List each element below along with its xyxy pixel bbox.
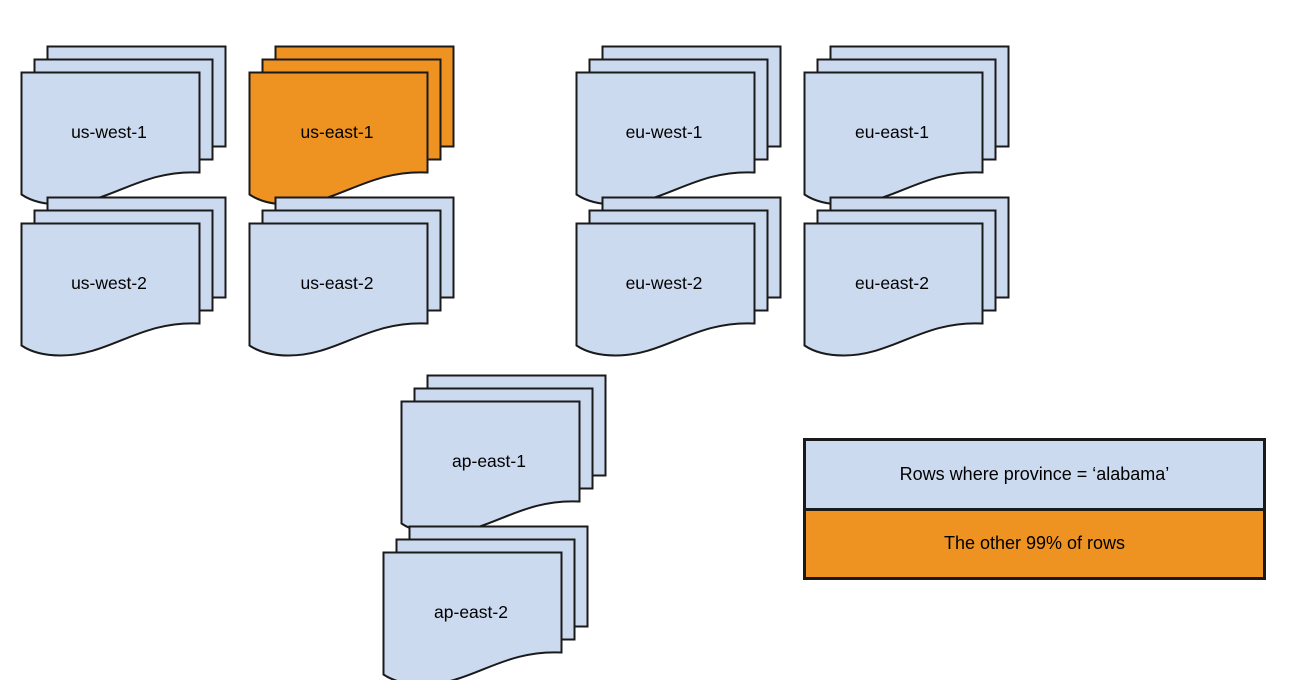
stack-front-card <box>575 71 756 206</box>
stack-front-card <box>20 222 201 357</box>
data-stack-us-west-1[interactable]: us-west-1 <box>20 45 230 206</box>
stack-shape-ap-east-1 <box>400 374 607 535</box>
legend-row-orange: The other 99% of rows <box>806 510 1263 577</box>
data-stack-ap-east-2[interactable]: ap-east-2 <box>382 525 592 680</box>
stack-shape-eu-west-1 <box>575 45 782 206</box>
stack-shape-us-west-1 <box>20 45 227 206</box>
stack-front-card <box>803 222 984 357</box>
data-stack-us-west-2[interactable]: us-west-2 <box>20 196 230 357</box>
data-stack-eu-east-1[interactable]: eu-east-1 <box>803 45 1013 206</box>
stack-shape-us-west-2 <box>20 196 227 357</box>
stack-front-card <box>400 400 581 535</box>
data-stack-us-east-2[interactable]: us-east-2 <box>248 196 458 357</box>
stack-front-card <box>575 222 756 357</box>
data-stack-eu-east-2[interactable]: eu-east-2 <box>803 196 1013 357</box>
legend-label-blue: Rows where province = ‘alabama’ <box>899 463 1170 484</box>
data-stack-eu-west-1[interactable]: eu-west-1 <box>575 45 785 206</box>
stack-front-card <box>803 71 984 206</box>
stack-front-card <box>248 71 429 206</box>
legend: Rows where province = ‘alabama’ The other… <box>803 438 1266 580</box>
stack-shape-us-east-2 <box>248 196 455 357</box>
legend-row-blue: Rows where province = ‘alabama’ <box>806 441 1263 511</box>
data-stack-ap-east-1[interactable]: ap-east-1 <box>400 374 610 535</box>
data-stack-eu-west-2[interactable]: eu-west-2 <box>575 196 785 357</box>
stack-shape-eu-east-1 <box>803 45 1010 206</box>
stack-shape-ap-east-2 <box>382 525 589 680</box>
stack-front-card <box>248 222 429 357</box>
legend-label-orange: The other 99% of rows <box>943 533 1126 554</box>
stack-front-card <box>20 71 201 206</box>
stack-front-card <box>382 551 563 680</box>
stack-shape-eu-east-2 <box>803 196 1010 357</box>
stack-shape-us-east-1 <box>248 45 455 206</box>
stack-shape-eu-west-2 <box>575 196 782 357</box>
data-stack-us-east-1[interactable]: us-east-1 <box>248 45 458 206</box>
